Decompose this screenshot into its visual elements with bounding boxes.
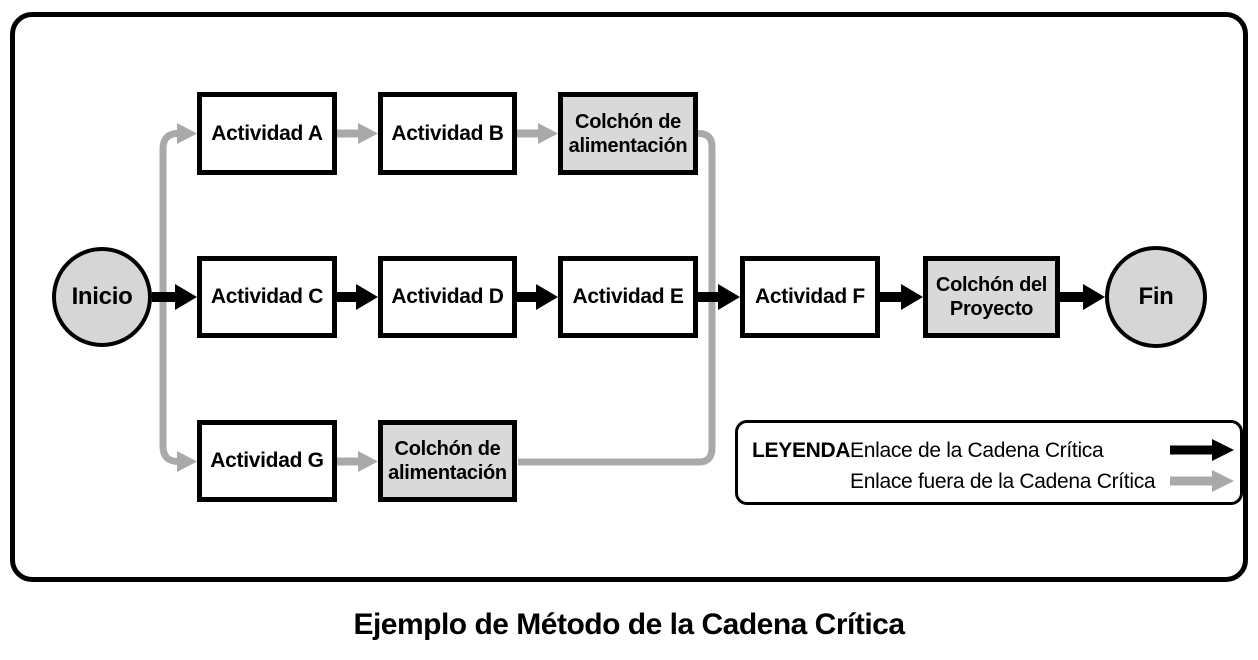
node-inicio-label: Inicio <box>71 283 133 310</box>
link-colchon-proyecto-fin-arrowhead <box>1083 284 1105 310</box>
node-actividad-e: Actividad E <box>558 256 698 338</box>
link-actividad-c-d-arrowhead <box>356 284 378 310</box>
legend-box: LEYENDA Enlace de la Cadena Crítica Enla… <box>735 420 1243 505</box>
link-actividad-b-colchon-superior-arrowhead <box>538 123 558 144</box>
node-actividad-f-label: Actividad F <box>755 285 865 308</box>
node-actividad-c-label: Actividad C <box>210 285 324 308</box>
link-inicio-actividad-g <box>159 294 179 465</box>
node-actividad-a: Actividad A <box>197 92 337 175</box>
link-actividad-a-b-arrowhead <box>358 123 378 144</box>
critical-links <box>152 284 1105 310</box>
link-inicio-actividad-g-arrowhead <box>177 451 197 472</box>
node-actividad-g: Actividad G <box>197 420 337 502</box>
node-actividad-g-label: Actividad G <box>210 449 324 472</box>
node-actividad-a-label: Actividad A <box>211 121 323 145</box>
node-fin: Fin <box>1105 246 1207 348</box>
node-actividad-b-label: Actividad B <box>391 121 504 145</box>
link-actividad-g-colchon-inferior-arrowhead <box>358 451 378 472</box>
node-actividad-d-label: Actividad D <box>391 285 504 308</box>
link-inicio-actividad-c-arrowhead <box>175 284 197 310</box>
node-actividad-c: Actividad C <box>197 256 337 338</box>
node-actividad-b: Actividad B <box>378 92 517 175</box>
node-colchon-alimentacion-inferior: Colchón de alimentación <box>378 420 517 502</box>
non-critical-link-arrow-icon <box>1170 470 1234 492</box>
node-colchon-alimentacion-superior-label: Colchón de alimentación <box>568 110 688 157</box>
link-actividad-e-f-arrowhead <box>718 284 740 310</box>
node-colchon-alimentacion-superior: Colchón de alimentación <box>558 92 698 175</box>
node-actividad-d: Actividad D <box>378 256 517 338</box>
link-inicio-actividad-a-arrowhead <box>177 123 197 144</box>
diagram-caption: Ejemplo de Método de la Cadena Crítica <box>353 608 905 641</box>
node-actividad-f: Actividad F <box>740 256 880 338</box>
node-colchon-alimentacion-inferior-label: Colchón de alimentación <box>388 438 507 484</box>
node-colchon-proyecto-label: Colchón del Proyecto <box>935 274 1048 320</box>
node-inicio: Inicio <box>52 247 152 347</box>
node-fin-label: Fin <box>1138 283 1174 310</box>
legend-title: LEYENDA <box>752 438 851 462</box>
critical-link-arrow-icon <box>1170 439 1234 461</box>
link-inicio-actividad-a <box>159 130 179 300</box>
link-actividad-f-colchon-proyecto-arrowhead <box>901 284 923 310</box>
node-colchon-proyecto: Colchón del Proyecto <box>923 256 1060 338</box>
node-actividad-e-label: Actividad E <box>572 285 684 308</box>
legend-item-critical-label: Enlace de la Cadena Crítica <box>850 438 1104 462</box>
legend-item-non-critical-label: Enlace fuera de la Cadena Crítica <box>850 469 1156 493</box>
link-actividad-d-e-arrowhead <box>536 284 558 310</box>
